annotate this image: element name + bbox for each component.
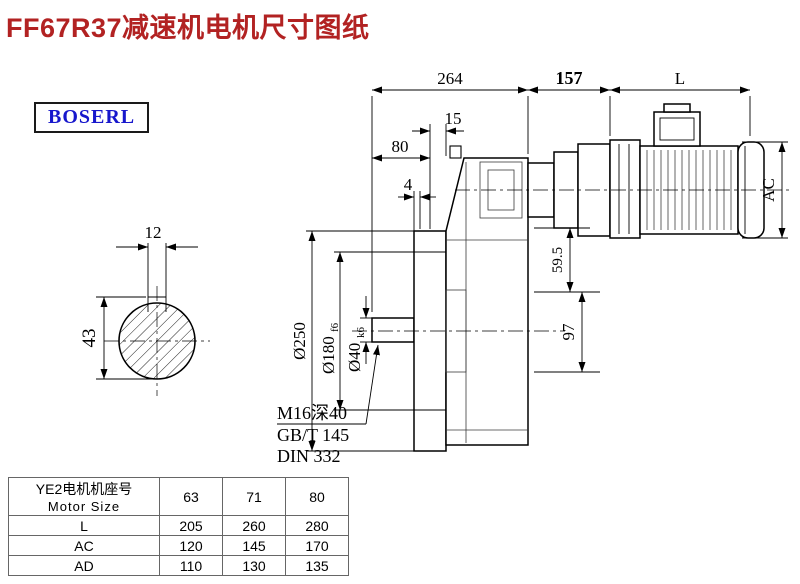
- gear-housing: [445, 145, 529, 446]
- col-header-63: 63: [159, 477, 223, 516]
- dim-label-59-5: 59.5: [550, 247, 566, 273]
- dimension-lines: [96, 86, 788, 452]
- dim-label-dia250: Ø250: [290, 322, 309, 360]
- cell-l-71: 260: [222, 515, 286, 536]
- dim-label-ac: AC: [759, 178, 778, 202]
- cell-l-80: 280: [285, 515, 349, 536]
- page-title: FF67R37减速机电机尺寸图纸: [6, 13, 370, 43]
- output-shaft: [371, 317, 415, 343]
- motor-size-table: YE2电机机座号 Motor Size 63 71 80 L 205 260 2…: [8, 477, 349, 576]
- dim-label-dia180: Ø180: [319, 336, 338, 374]
- cell-l-63: 205: [159, 515, 223, 536]
- note-din: DIN 332: [277, 446, 341, 466]
- col-header-80: 80: [285, 477, 349, 516]
- center-lines: [104, 189, 790, 396]
- row-label-ac: AC: [8, 535, 160, 556]
- dimension-labels: 264 157 L 80 15 4 12 43 Ø250 Ø180 f6 Ø40…: [79, 68, 778, 374]
- cell-ad-80: 135: [285, 555, 349, 576]
- note-thread: M16深40: [277, 403, 347, 423]
- dim-label-dia180-fit: f6: [329, 322, 341, 332]
- note-gbt: GB/T 145: [277, 425, 349, 445]
- table-header-cn: YE2电机机座号: [35, 481, 133, 497]
- table-row-ad: AD 110 130 135: [8, 555, 349, 576]
- dim-label-15: 15: [445, 109, 462, 128]
- cell-ad-63: 110: [159, 555, 223, 576]
- cell-ad-71: 130: [222, 555, 286, 576]
- dim-label-80: 80: [392, 137, 409, 156]
- brand-logo-text: BOSERL: [48, 106, 136, 128]
- cell-ac-71: 145: [222, 535, 286, 556]
- table-row-l: L 205 260 280: [8, 515, 349, 536]
- notes: M16深40 GB/T 145 DIN 332: [277, 403, 349, 466]
- dim-label-l: L: [675, 69, 685, 88]
- row-label-l: L: [8, 515, 160, 536]
- dim-label-12: 12: [145, 223, 162, 242]
- table-header-motor-size: YE2电机机座号 Motor Size: [8, 477, 160, 516]
- cell-ac-80: 170: [285, 535, 349, 556]
- cell-ac-63: 120: [159, 535, 223, 556]
- row-label-ad: AD: [8, 555, 160, 576]
- dim-label-264: 264: [437, 69, 463, 88]
- dim-label-4: 4: [404, 175, 413, 194]
- terminal-box: [653, 111, 701, 147]
- dim-label-157: 157: [556, 68, 583, 88]
- mounting-flange: [413, 230, 447, 452]
- dim-label-97: 97: [559, 323, 578, 341]
- electric-motor: [609, 103, 765, 239]
- dim-label-43: 43: [79, 329, 100, 348]
- dim-label-dia40: Ø40: [345, 343, 364, 372]
- table-header-row: YE2电机机座号 Motor Size 63 71 80: [8, 477, 349, 516]
- brand-logo: BOSERL: [34, 102, 150, 133]
- table-row-ac: AC 120 145 170: [8, 535, 349, 556]
- dim-label-dia40-fit: k6: [355, 327, 367, 339]
- table-header-en: Motor Size: [47, 499, 121, 514]
- col-header-71: 71: [222, 477, 286, 516]
